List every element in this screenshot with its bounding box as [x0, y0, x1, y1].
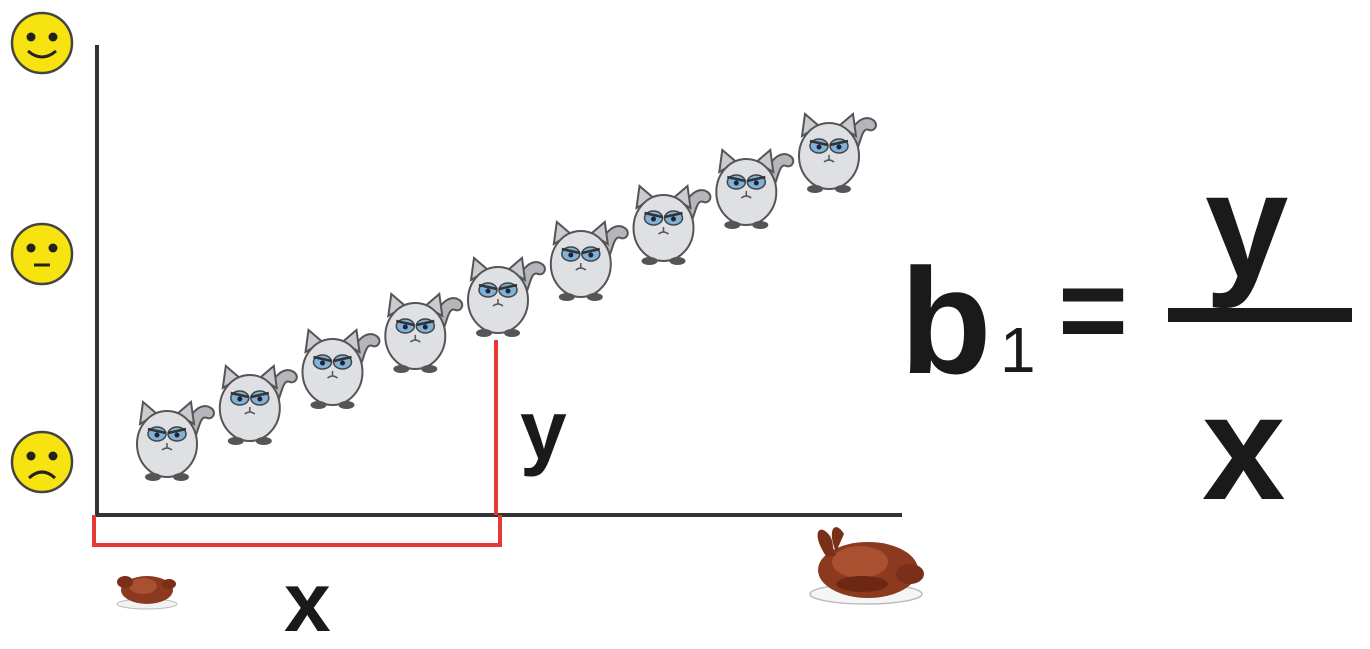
grumpy-cat-icon [799, 114, 876, 193]
points-layer [137, 114, 876, 481]
small-roast-chicken-icon [117, 576, 177, 609]
diagram-canvas [0, 0, 1370, 635]
equation-lhs: b [900, 246, 988, 396]
grumpy-cat-icon [385, 294, 462, 373]
grumpy-cat-icon [220, 366, 297, 445]
y-rise-label: y [520, 388, 567, 472]
x-axis-label: x [284, 560, 331, 644]
equation-numerator: y [1205, 150, 1288, 300]
happy-face-icon [12, 13, 72, 73]
regression-slope-diagram: x y b 1 = y x [0, 0, 1370, 635]
grumpy-cat-icon [716, 150, 793, 229]
sad-face-icon [12, 432, 72, 492]
grumpy-cat-icon [634, 186, 711, 265]
neutral-face-icon [12, 224, 72, 284]
equation-denominator: x [1202, 372, 1285, 522]
grumpy-cat-icon [468, 258, 545, 337]
equation-subscript: 1 [1000, 318, 1036, 382]
x-run-bracket [94, 515, 500, 545]
fraction-bar [1168, 308, 1352, 322]
grumpy-cat-icon [137, 402, 214, 481]
grumpy-cat-icon [551, 222, 628, 301]
grumpy-cat-icon [303, 330, 380, 409]
equation-equals: = [1058, 250, 1128, 370]
large-roast-turkey-icon [810, 527, 924, 604]
